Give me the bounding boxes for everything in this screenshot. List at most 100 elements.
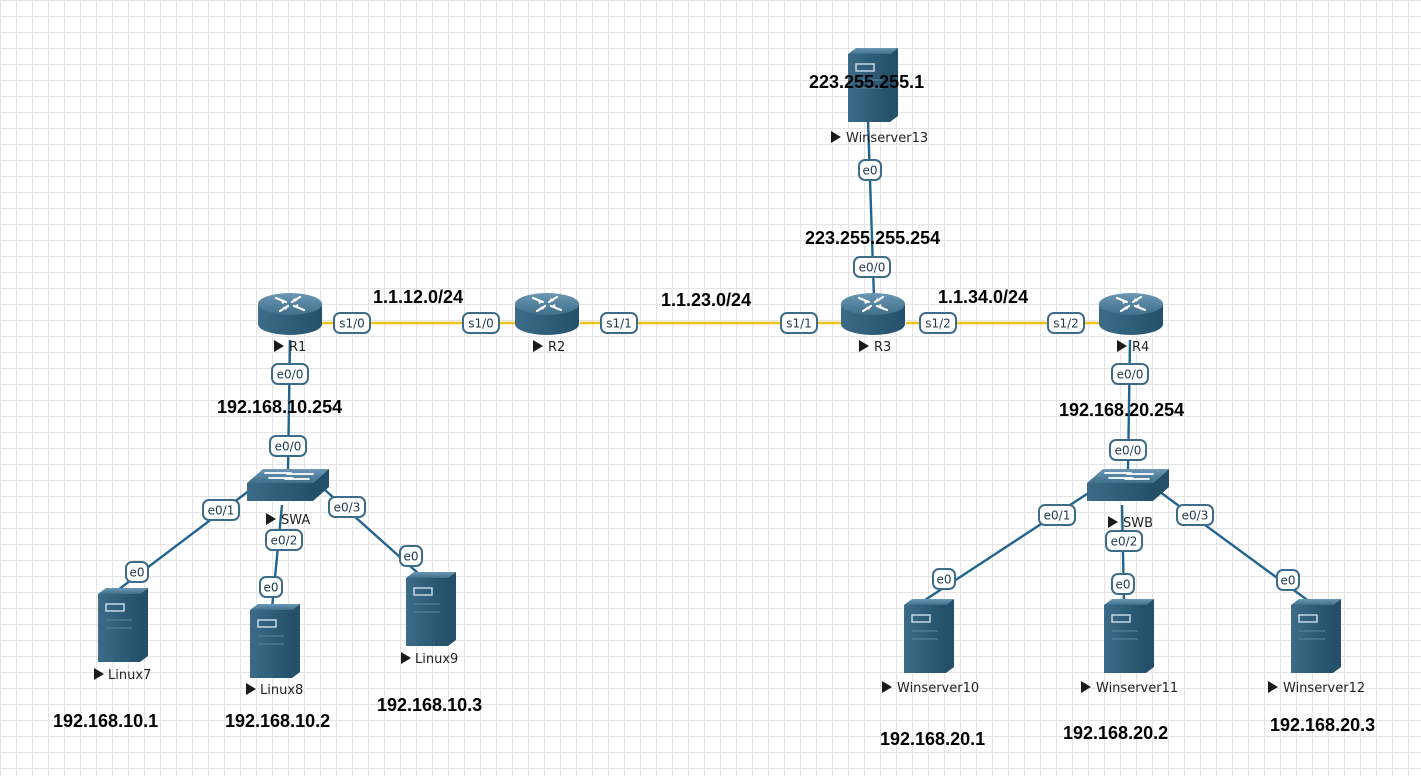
port-linux7-e0[interactable]: e0 xyxy=(125,561,149,583)
port-swa-e0-2[interactable]: e0/2 xyxy=(265,529,303,551)
switch-swb[interactable] xyxy=(1086,468,1170,502)
port-label: e0/1 xyxy=(208,504,235,518)
router-r3[interactable] xyxy=(839,291,907,337)
play-icon xyxy=(274,340,284,352)
router-r4[interactable] xyxy=(1097,291,1165,337)
node-name-r2: R2 xyxy=(548,340,565,355)
network-label-r2-r3: 1.1.23.0/24 xyxy=(661,290,751,310)
network-labels: 1.1.12.0/24 1.1.23.0/24 1.1.34.0/24 xyxy=(373,287,1028,310)
play-icon xyxy=(1117,340,1127,352)
port-label: e0/0 xyxy=(1115,444,1142,458)
port-label: e0/0 xyxy=(1117,368,1144,382)
node-names: R1 R2 R3 R4 SWA SWB Winserver13 Linux7 L… xyxy=(94,131,1365,698)
port-r3-s1-2[interactable]: s1/2 xyxy=(919,312,957,334)
port-label: e0/3 xyxy=(1182,509,1209,523)
port-linux9-e0[interactable]: e0 xyxy=(399,545,423,567)
router-icon xyxy=(513,291,581,337)
port-swa-e0-3[interactable]: e0/3 xyxy=(328,496,366,518)
port-linux8-e0[interactable]: e0 xyxy=(259,576,283,598)
play-icon xyxy=(1108,516,1118,528)
node-name-winserver10: Winserver10 xyxy=(897,681,979,696)
port-r4-s1-2[interactable]: s1/2 xyxy=(1047,312,1085,334)
port-label: e0 xyxy=(129,566,144,580)
port-r4-e0-0[interactable]: e0/0 xyxy=(1111,363,1149,385)
port-label: s1/0 xyxy=(468,317,494,331)
network-label-r3-r4: 1.1.34.0/24 xyxy=(938,287,1028,307)
port-label: e0/2 xyxy=(271,534,298,548)
server-winserver10[interactable] xyxy=(903,598,955,674)
port-r2-s1-0[interactable]: s1/0 xyxy=(462,312,500,334)
router-icon xyxy=(839,291,907,337)
port-swb-e0-1[interactable]: e0/1 xyxy=(1038,504,1076,526)
node-name-linux9: Linux9 xyxy=(415,652,458,667)
node-name-swb: SWB xyxy=(1123,516,1153,531)
switch-icon xyxy=(1086,468,1170,502)
port-label: e0/1 xyxy=(1044,509,1071,523)
ip-label-linux7: 192.168.10.1 xyxy=(53,711,158,731)
server-icon xyxy=(1103,598,1155,674)
port-ws12-e0[interactable]: e0 xyxy=(1276,569,1300,591)
router-icon xyxy=(1097,291,1165,337)
port-label: e0/0 xyxy=(277,368,304,382)
play-icon xyxy=(266,513,276,525)
port-ws13-e0[interactable]: e0 xyxy=(858,159,882,181)
node-name-winserver12: Winserver12 xyxy=(1283,681,1365,696)
server-winserver11[interactable] xyxy=(1103,598,1155,674)
port-label: e0 xyxy=(1280,574,1295,588)
port-label: e0 xyxy=(862,164,877,178)
port-r1-e0-0[interactable]: e0/0 xyxy=(271,363,309,385)
play-icon xyxy=(859,340,869,352)
port-swb-e0-3[interactable]: e0/3 xyxy=(1176,504,1214,526)
ip-label-r3-e0-0: 223.255.255.254 xyxy=(805,228,940,248)
port-label: e0/0 xyxy=(275,440,302,454)
node-name-winserver13: Winserver13 xyxy=(846,131,928,146)
port-label: s1/1 xyxy=(606,317,632,331)
node-name-r1: R1 xyxy=(289,340,306,355)
ip-label-linux8: 192.168.10.2 xyxy=(225,711,330,731)
port-ws11-e0[interactable]: e0 xyxy=(1111,573,1135,595)
play-icon xyxy=(533,340,543,352)
port-swa-e0-1[interactable]: e0/1 xyxy=(202,499,240,521)
play-icon xyxy=(94,668,104,680)
play-icon xyxy=(882,681,892,693)
router-r2[interactable] xyxy=(513,291,581,337)
play-icon xyxy=(831,131,841,143)
ip-label-winserver10: 192.168.20.1 xyxy=(880,729,985,749)
switch-swa[interactable] xyxy=(246,468,330,502)
port-r3-e0-0[interactable]: e0/0 xyxy=(853,256,891,278)
server-icon xyxy=(903,598,955,674)
server-linux9[interactable] xyxy=(405,571,457,647)
port-r1-s1-0[interactable]: s1/0 xyxy=(333,312,371,334)
port-labels: s1/0 s1/0 s1/1 s1/1 s1/2 s1/2 e0/0 e0 xyxy=(125,159,1300,598)
node-name-linux7: Linux7 xyxy=(108,668,151,683)
server-icon xyxy=(405,571,457,647)
play-icon xyxy=(1268,681,1278,693)
node-name-linux8: Linux8 xyxy=(260,683,303,698)
port-r2-s1-1[interactable]: s1/1 xyxy=(600,312,638,334)
node-name-r4: R4 xyxy=(1132,340,1149,355)
network-label-r1-r2: 1.1.12.0/24 xyxy=(373,287,463,307)
server-linux8[interactable] xyxy=(249,603,301,679)
server-linux7[interactable] xyxy=(97,587,149,663)
port-swb-e0-2[interactable]: e0/2 xyxy=(1105,530,1143,552)
play-icon xyxy=(1081,681,1091,693)
port-label: e0 xyxy=(1115,578,1130,592)
port-r3-s1-1[interactable]: s1/1 xyxy=(780,312,818,334)
ip-label-winserver12: 192.168.20.3 xyxy=(1270,715,1375,735)
play-icon xyxy=(246,683,256,695)
node-name-swa: SWA xyxy=(281,513,310,528)
server-icon xyxy=(97,587,149,663)
ip-label-linux9: 192.168.10.3 xyxy=(377,695,482,715)
play-icon xyxy=(401,652,411,664)
port-swb-e0-0[interactable]: e0/0 xyxy=(1109,439,1147,461)
server-winserver12[interactable] xyxy=(1290,598,1342,674)
node-name-r3: R3 xyxy=(874,340,891,355)
port-label: e0 xyxy=(936,573,951,587)
port-label: e0 xyxy=(403,550,418,564)
port-ws10-e0[interactable]: e0 xyxy=(932,568,956,590)
switch-icon xyxy=(246,468,330,502)
port-label: s1/0 xyxy=(339,317,365,331)
port-swa-e0-0[interactable]: e0/0 xyxy=(269,435,307,457)
router-r1[interactable] xyxy=(256,291,324,337)
